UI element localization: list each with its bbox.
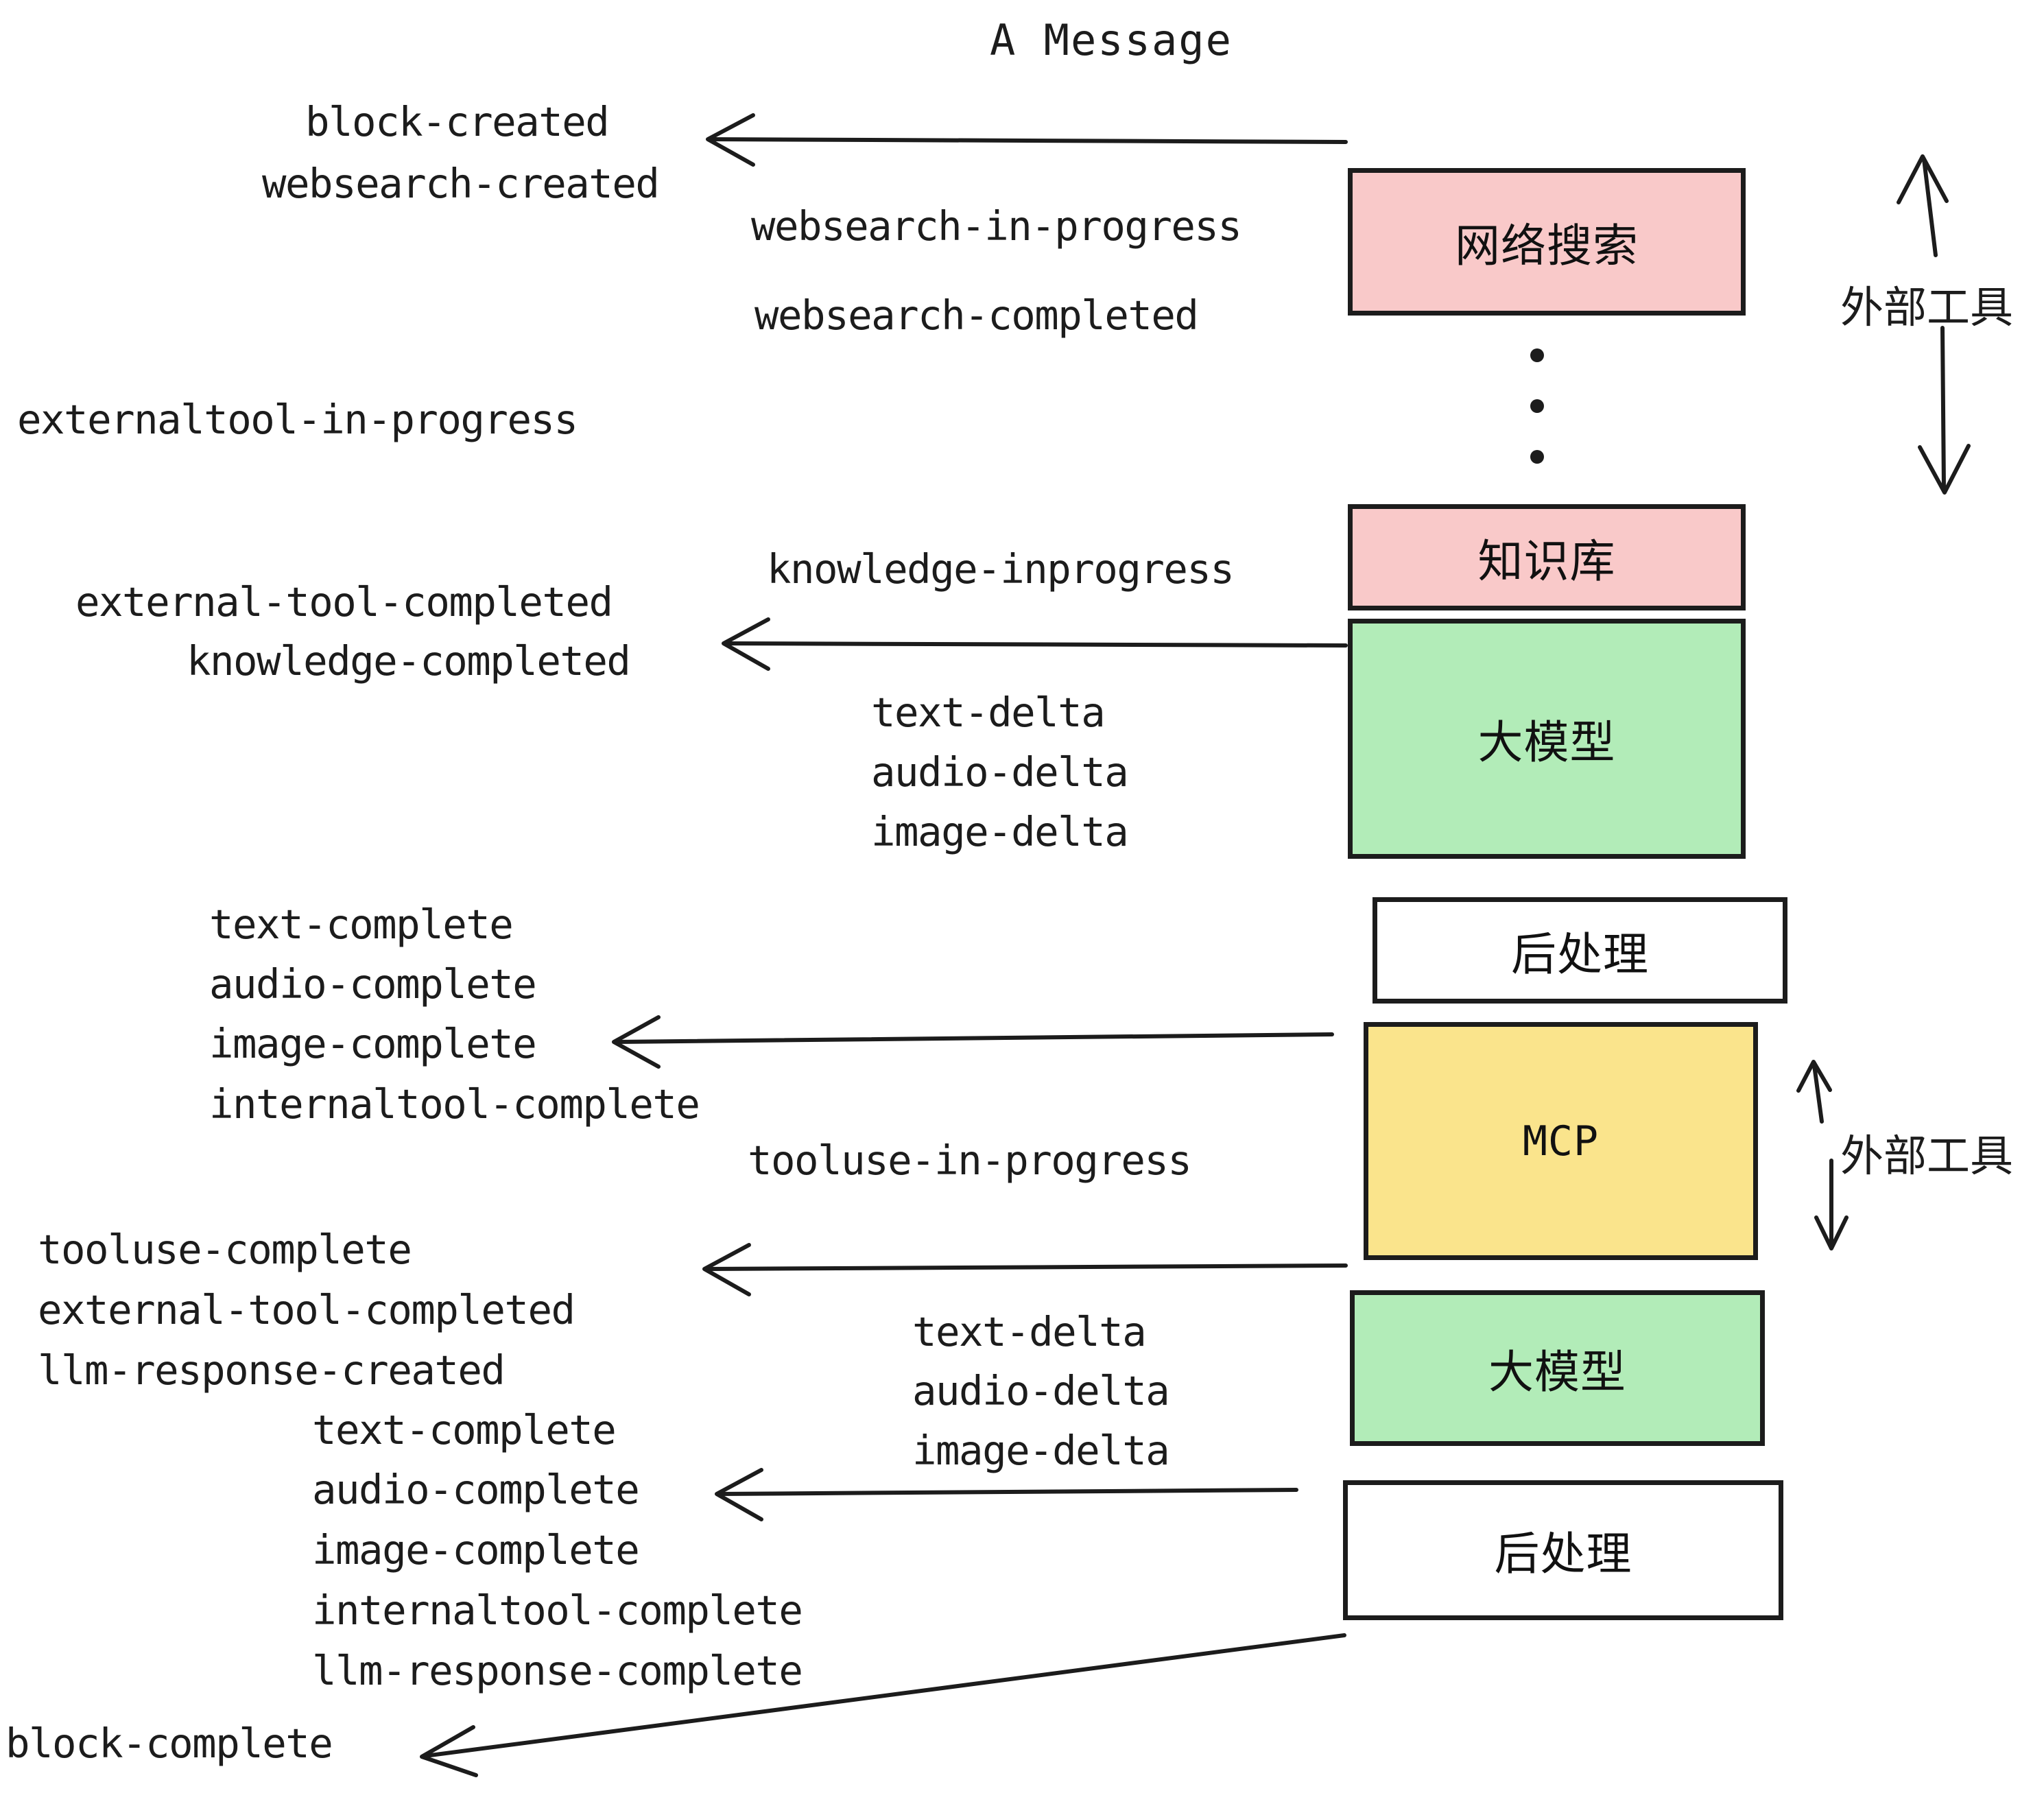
event-externaltool-in-progress: externaltool-in-progress: [17, 396, 578, 443]
box-llm-bottom-label: 大模型: [1488, 1345, 1626, 1399]
side-label-external-tools-bottom: 外部工具: [1840, 1131, 2013, 1181]
event-text-complete-2: text-complete: [312, 1406, 617, 1453]
event-websearch-in-progress: websearch-in-progress: [751, 202, 1242, 250]
event-text-complete-1: text-complete: [209, 901, 514, 948]
box-websearch[interactable]: 网络搜索: [1348, 168, 1746, 316]
box-knowledge-label: 知识库: [1477, 534, 1616, 588]
arrow-mcp-to-tooluse-complete: [702, 1243, 1348, 1296]
event-websearch-completed: websearch-completed: [754, 292, 1199, 339]
box-websearch-label: 网络搜索: [1455, 219, 1639, 272]
event-image-complete-2: image-complete: [312, 1526, 640, 1574]
event-image-complete-1: image-complete: [209, 1020, 537, 1067]
side-label-external-tools-top: 外部工具: [1840, 283, 2013, 333]
arrow-external-tools-bottom-up: [1796, 1060, 1832, 1124]
event-block-created: block-created: [305, 98, 610, 145]
event-websearch-created: websearch-created: [262, 160, 660, 207]
box-postprocess-top-label: 后处理: [1511, 927, 1649, 981]
box-llm-top[interactable]: 大模型: [1348, 619, 1746, 859]
box-mcp[interactable]: MCP: [1364, 1022, 1758, 1260]
box-mcp-label: MCP: [1522, 1117, 1600, 1165]
event-block-complete: block-complete: [5, 1720, 333, 1767]
event-audio-delta-1: audio-delta: [871, 748, 1129, 796]
box-postprocess-top[interactable]: 后处理: [1372, 897, 1787, 1004]
event-knowledge-inprogress: knowledge-inprogress: [767, 545, 1235, 593]
event-image-delta-2: image-delta: [912, 1427, 1170, 1474]
event-text-delta-2: text-delta: [912, 1308, 1147, 1355]
vertical-ellipsis: [1530, 348, 1545, 464]
event-audio-delta-2: audio-delta: [912, 1367, 1170, 1414]
event-image-delta-1: image-delta: [871, 808, 1129, 855]
arrow-llm-to-audiocomplete: [715, 1468, 1298, 1521]
arrow-knowledge-to-completed: [722, 617, 1348, 671]
event-external-tool-completed-2: external-tool-completed: [38, 1286, 575, 1333]
event-internaltool-complete-1: internaltool-complete: [209, 1080, 700, 1128]
box-postprocess-bottom[interactable]: 后处理: [1343, 1480, 1783, 1620]
box-postprocess-bottom-label: 后处理: [1494, 1528, 1632, 1580]
event-tooluse-in-progress: tooluse-in-progress: [748, 1137, 1192, 1184]
event-external-tool-completed-1: external-tool-completed: [75, 578, 613, 626]
box-llm-top-label: 大模型: [1477, 716, 1616, 769]
event-text-delta-1: text-delta: [871, 689, 1106, 736]
event-knowledge-completed: knowledge-completed: [187, 637, 631, 685]
arrow-websearch-to-blockcreated: [706, 113, 1348, 167]
arrow-external-tools-top-down: [1918, 326, 1971, 495]
page-title: A Message: [990, 15, 1233, 65]
event-internaltool-complete-2: internaltool-complete: [312, 1587, 803, 1634]
event-audio-complete-1: audio-complete: [209, 960, 537, 1008]
arrow-external-tools-top-up: [1897, 154, 1949, 257]
box-knowledge[interactable]: 知识库: [1348, 504, 1746, 610]
event-llm-response-created: llm-response-created: [38, 1346, 506, 1394]
box-llm-bottom[interactable]: 大模型: [1350, 1290, 1765, 1446]
arrow-mcp-to-imagecomplete: [612, 1015, 1334, 1069]
event-tooluse-complete: tooluse-complete: [38, 1226, 412, 1273]
event-llm-response-complete: llm-response-complete: [312, 1647, 803, 1694]
event-audio-complete-2: audio-complete: [312, 1466, 640, 1513]
